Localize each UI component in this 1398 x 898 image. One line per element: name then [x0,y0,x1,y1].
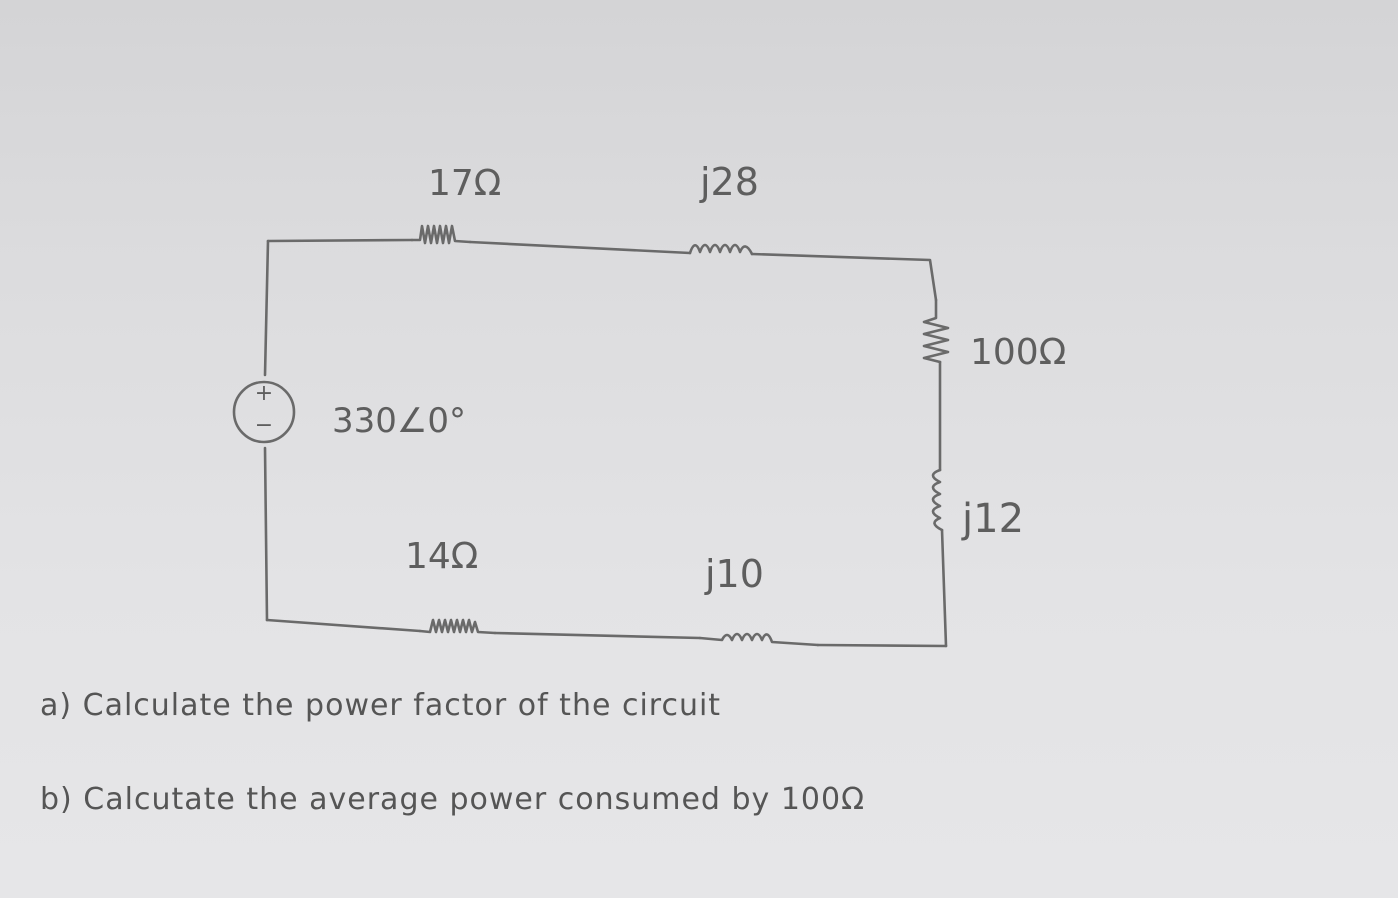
label-right-inductor: j12 [961,496,1024,542]
wire-bottom-2 [493,631,702,640]
wire-top-2 [468,240,692,255]
resistor-14-symbol [418,618,497,635]
question-b: b) Calcutate the average power consumed … [40,782,866,817]
inductor-j12-symbol [931,468,944,532]
label-bottom-inductor: j10 [704,552,764,596]
label-source-value: 330∠0° [332,401,466,441]
source-plus-sign: + [255,381,273,406]
resistor-100-symbol [922,298,950,364]
wire-left-bottom [263,446,269,622]
inductor-j10-symbol [698,632,820,647]
voltage-source-icon [232,380,296,444]
wire-right-2 [940,528,948,648]
label-right-resistor: 100Ω [970,332,1066,373]
wire-left-top [263,239,270,377]
source-minus-sign: − [255,413,273,438]
wire-bottom-1 [265,618,422,633]
wire-top-3 [750,252,938,302]
label-top-resistor: 17Ω [428,163,501,204]
wire-bottom-3 [816,643,948,648]
question-a: a) Calculate the power factor of the cir… [40,688,722,723]
resistor-17-symbol [410,224,472,245]
inductor-j28-symbol [688,243,754,256]
label-bottom-resistor: 14Ω [405,536,478,577]
wire-top-1 [266,238,414,243]
label-top-inductor: j28 [699,160,759,204]
